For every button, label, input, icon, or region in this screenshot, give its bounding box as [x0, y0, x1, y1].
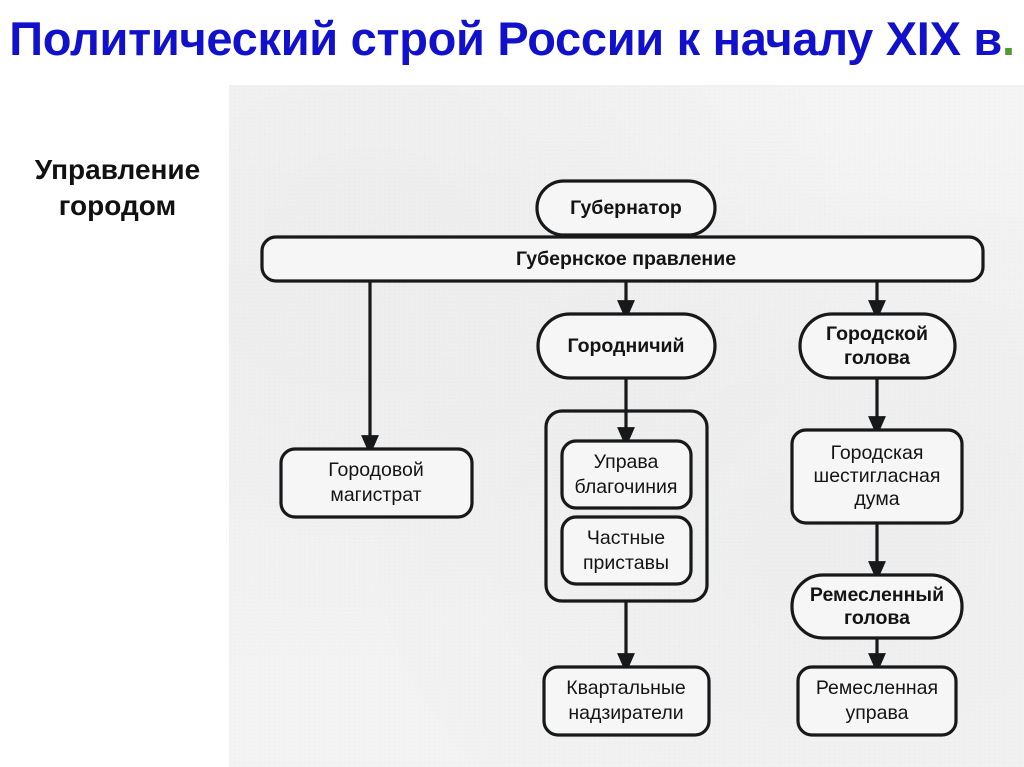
node-gorodnichiy[interactable]: Городничий	[536, 312, 717, 380]
node-craft-head[interactable]: Ремесленный голова	[790, 573, 964, 640]
node-quarterly-overseers[interactable]: Квартальные надзиратели	[542, 665, 711, 737]
node-private-bailiffs[interactable]: Частные приставы	[560, 515, 693, 586]
page-title: Политический строй России к началу XIX в…	[0, 8, 1024, 70]
node-private-bailiffs-shape	[560, 515, 693, 586]
node-deanery-board[interactable]: Управа благочиния	[560, 439, 693, 510]
node-craft-head-label-line-2: голова	[844, 607, 910, 629]
node-city-magistrate-label-line-1: Городовой	[328, 459, 423, 481]
node-governor-shape	[535, 179, 717, 237]
node-governor[interactable]: Губернатор	[535, 179, 717, 237]
node-provincial-board[interactable]: Губернское правление	[260, 235, 985, 283]
node-city-head-label-line-2: голова	[844, 347, 910, 369]
node-provincial-board-shape	[260, 235, 985, 283]
page-title-text: Политический строй России к началу XIX в	[9, 12, 1002, 65]
node-city-magistrate-label-line-2: магистрат	[330, 484, 421, 506]
node-city-magistrate[interactable]: Городовой магистрат	[279, 447, 474, 519]
org-chart-diagram: Губернатор Губернское правление Городнич…	[260, 179, 985, 737]
node-quarterly-overseers-label-line-2: надзиратели	[568, 702, 683, 724]
group-police-bodies	[544, 409, 709, 603]
node-provincial-board-label: Губернское правление	[516, 248, 736, 270]
node-craft-board-label-line-2: управа	[846, 702, 909, 724]
node-quarterly-overseers-shape	[542, 665, 711, 737]
node-six-voiced-duma-label-line-3: дума	[854, 488, 899, 510]
section-caption-line-2: городом	[58, 190, 177, 221]
node-governor-label: Губернатор	[570, 197, 682, 219]
section-caption: Управление городом	[10, 152, 225, 224]
node-gorodnichiy-shape	[536, 312, 717, 380]
node-city-head-label-line-1: Городской	[826, 323, 928, 345]
node-deanery-board-shape	[560, 439, 693, 510]
node-private-bailiffs-label-line-1: Частные	[587, 527, 665, 549]
node-city-head[interactable]: Городской голова	[798, 312, 957, 380]
node-city-magistrate-shape	[279, 447, 474, 519]
node-craft-head-label-line-1: Ремесленный	[810, 584, 944, 606]
node-craft-board-shape	[796, 665, 958, 737]
page-title-period: .	[1001, 12, 1015, 65]
node-gorodnichiy-label: Городничий	[568, 335, 685, 357]
node-six-voiced-duma-label-line-2: шестигласная	[814, 465, 941, 487]
node-craft-board-label-line-1: Ремесленная	[816, 677, 938, 699]
scanned-diagram-panel: Губернатор Губернское правление Городнич…	[229, 85, 1024, 767]
node-six-voiced-duma[interactable]: Городская шестигласная дума	[790, 428, 964, 525]
node-craft-board[interactable]: Ремесленная управа	[796, 665, 958, 737]
node-city-head-shape	[798, 312, 957, 380]
node-private-bailiffs-label-line-2: приставы	[583, 552, 669, 574]
node-six-voiced-duma-label-line-1: Городская	[831, 442, 924, 464]
node-quarterly-overseers-label-line-1: Квартальные	[566, 677, 686, 699]
section-caption-line-1: Управление	[34, 154, 201, 185]
node-craft-head-shape	[790, 573, 964, 640]
node-six-voiced-duma-shape	[790, 428, 964, 525]
node-deanery-board-label-line-1: Управа	[594, 451, 659, 473]
node-deanery-board-label-line-2: благочиния	[575, 476, 678, 498]
